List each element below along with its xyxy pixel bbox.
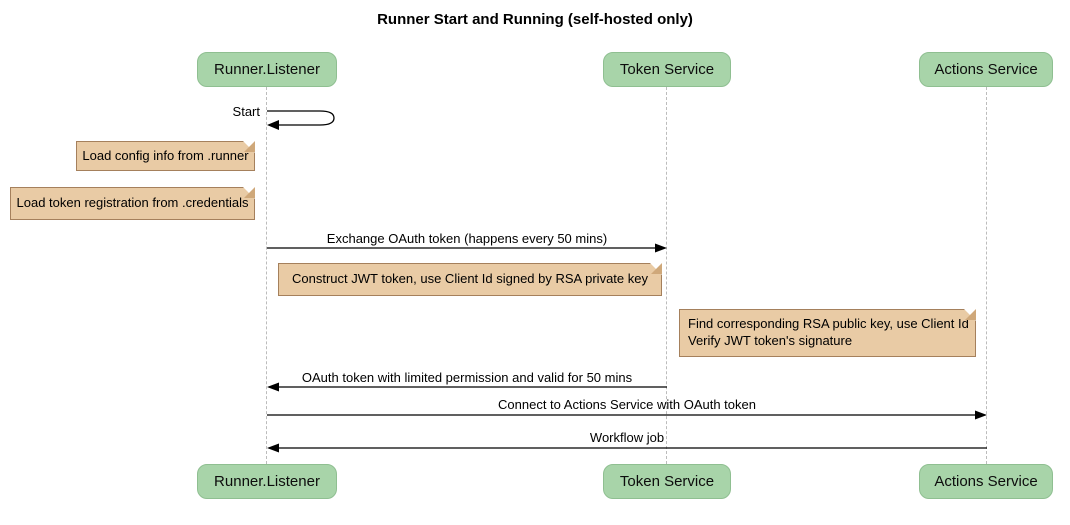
message-label-exchange-oauth: Exchange OAuth token (happens every 50 m… xyxy=(326,231,608,246)
participant-actions-service-top: Actions Service xyxy=(919,52,1053,87)
message-label-oauth-return: OAuth token with limited permission and … xyxy=(301,370,633,385)
arrowhead-right-icon xyxy=(975,410,987,420)
participant-token-service-bottom: Token Service xyxy=(603,464,731,499)
lifeline-actions-service xyxy=(986,87,987,464)
note-load-config: Load config info from .runner xyxy=(76,141,255,171)
note-construct-jwt: Construct JWT token, use Client Id signe… xyxy=(278,263,662,296)
arrowhead-left-icon xyxy=(267,443,279,453)
note-load-token-reg: Load token registration from .credential… xyxy=(10,187,255,220)
note-find-rsa-public-key: Find corresponding RSA public key, use C… xyxy=(679,309,976,357)
message-label-connect-actions: Connect to Actions Service with OAuth to… xyxy=(498,397,756,412)
message-arrow-connect-actions xyxy=(267,410,987,420)
message-arrow-oauth-return xyxy=(267,382,667,392)
arrowhead-left-icon xyxy=(267,120,279,130)
lifeline-token-service xyxy=(666,87,667,464)
lifeline-runner-listener xyxy=(266,87,267,464)
participant-runner-listener-bottom: Runner.Listener xyxy=(197,464,337,499)
participant-actions-service-bottom: Actions Service xyxy=(919,464,1053,499)
participant-token-service-top: Token Service xyxy=(603,52,731,87)
message-arrow-workflow-job xyxy=(267,443,987,453)
message-arrow-start-self-loop xyxy=(267,110,335,130)
message-label-workflow-job: Workflow job xyxy=(589,430,665,445)
message-label-start: Start xyxy=(232,104,260,119)
participant-runner-listener-top: Runner.Listener xyxy=(197,52,337,87)
message-arrow-exchange-oauth xyxy=(267,243,667,253)
arrowhead-left-icon xyxy=(267,382,279,392)
diagram-title: Runner Start and Running (self-hosted on… xyxy=(377,11,693,28)
arrowhead-right-icon xyxy=(655,243,667,253)
